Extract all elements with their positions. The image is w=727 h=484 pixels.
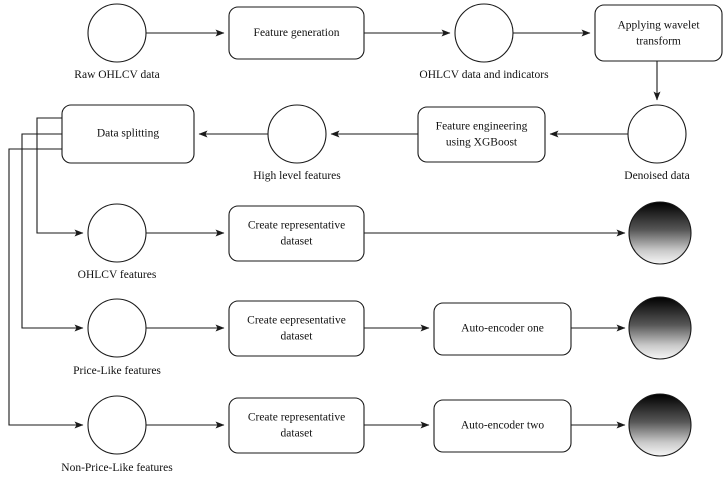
label-feature-engineering-line2: using XGBoost [446, 137, 518, 149]
node-applying-wavelet-transform[interactable] [594, 4, 723, 62]
label-create-rep-dataset-2-line1: Create eepresentative [247, 315, 346, 327]
caption-non-price-like-features: Non-Price-Like features [61, 462, 173, 474]
caption-denoised-data: Denoised data [624, 170, 689, 182]
node-feature-engineering-xgboost[interactable] [417, 106, 546, 163]
node-create-representative-dataset-3[interactable] [228, 397, 365, 454]
node-output-three[interactable] [628, 393, 692, 457]
label-create-rep-dataset-2-line2: dataset [281, 331, 314, 343]
label-create-rep-dataset-3-line2: dataset [281, 428, 314, 440]
label-create-rep-dataset-1-line2: dataset [281, 236, 314, 248]
label-applying-wavelet-line1: Applying wavelet [617, 20, 700, 32]
caption-price-like-features: Price-Like features [73, 365, 161, 377]
label-feature-engineering-line1: Feature engineering [436, 121, 528, 133]
edge-splitting-to-ohlcv-features [36, 117, 84, 237]
label-applying-wavelet-line2: transform [636, 36, 681, 48]
node-output-one[interactable] [628, 201, 692, 265]
caption-ohlcv-features: OHLCV features [78, 269, 157, 281]
label-auto-encoder-one: Auto-encoder one [461, 323, 544, 335]
node-create-representative-dataset-1[interactable] [228, 205, 365, 262]
edge-splitting-to-price-like-features [21, 133, 84, 332]
label-create-rep-dataset-1-line1: Create representative [248, 220, 345, 232]
node-raw-ohlcv-data[interactable] [87, 3, 147, 63]
caption-raw-ohlcv-data: Raw OHLCV data [74, 69, 159, 81]
node-output-two[interactable] [628, 296, 692, 360]
node-ohlcv-features[interactable] [87, 203, 147, 263]
node-auto-encoder-one[interactable] [433, 302, 572, 356]
label-create-rep-dataset-3-line1: Create representative [248, 412, 345, 424]
node-denoised-data[interactable] [627, 104, 687, 164]
caption-ohlcv-data-indicators: OHLCV data and indicators [419, 69, 549, 81]
label-feature-generation: Feature generation [254, 27, 340, 39]
label-data-splitting: Data splitting [97, 128, 160, 140]
node-create-representative-dataset-2[interactable] [228, 300, 365, 357]
node-ohlcv-data-indicators[interactable] [454, 3, 514, 63]
node-auto-encoder-two[interactable] [433, 399, 572, 453]
edge-splitting-to-non-price-like-features [8, 148, 84, 429]
caption-high-level-features: High level features [253, 170, 341, 182]
node-price-like-features[interactable] [87, 298, 147, 358]
node-non-price-like-features[interactable] [87, 395, 147, 455]
node-high-level-features[interactable] [267, 104, 327, 164]
label-auto-encoder-two: Auto-encoder two [461, 420, 545, 432]
